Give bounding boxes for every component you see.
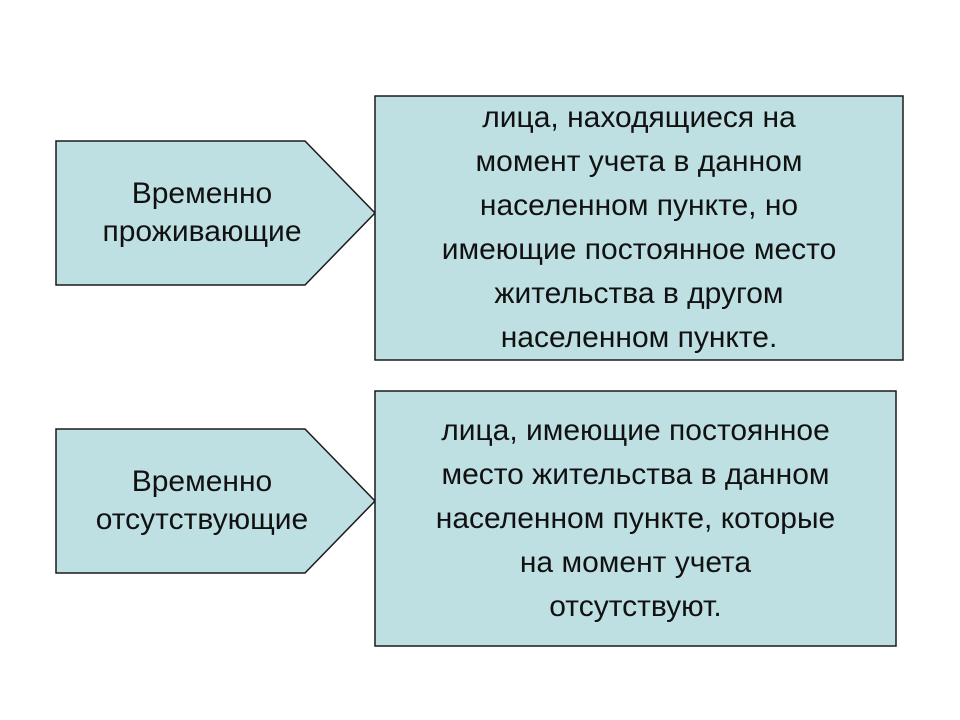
definition-box-temporarily-absent xyxy=(374,390,897,647)
definition-line: на момент учета xyxy=(519,545,752,579)
definition-line: имеющие постоянное место xyxy=(441,233,837,266)
term-arrow-temporarily-absent xyxy=(55,428,377,574)
definition-line: лица, находящиеся на xyxy=(482,101,796,134)
definition-line: отсутствуют. xyxy=(549,589,722,623)
term-line: проживающие xyxy=(102,215,302,248)
term-label-temporarily-absent: Временно отсутствующие xyxy=(56,429,348,573)
definition-line: населенном пункте, которые xyxy=(435,501,836,535)
term-arrow-temporarily-residing xyxy=(55,140,377,286)
term-line: отсутствующие xyxy=(95,503,309,536)
definition-box-temporarily-residing xyxy=(374,95,904,361)
term-line: Временно xyxy=(131,465,273,498)
definition-line: населенном пункте, но xyxy=(479,189,799,222)
definition-line: момент учета в данном xyxy=(475,145,803,178)
definition-text-temporarily-residing: лица, находящиеся на момент учета в данн… xyxy=(375,96,903,360)
definition-line: место жительства в данном xyxy=(441,457,830,491)
definition-text-temporarily-absent: лица, имеющие постоянное место жительств… xyxy=(375,391,896,646)
term-label-temporarily-residing: Временно проживающие xyxy=(56,141,348,285)
definition-line: населенном пункте. xyxy=(500,321,778,354)
definition-line: лица, имеющие постоянное xyxy=(441,413,830,447)
term-line: Временно xyxy=(131,177,273,210)
definition-line: жительства в другом xyxy=(494,277,784,310)
